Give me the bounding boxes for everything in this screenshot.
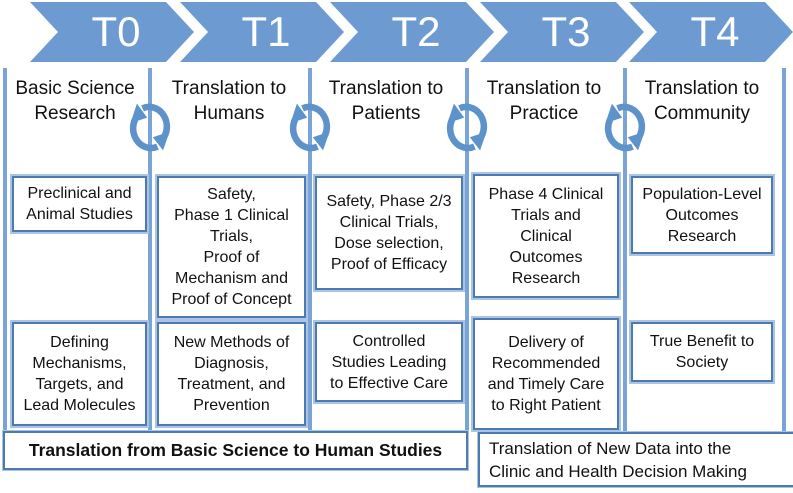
- bottom-box-t3: Delivery of Recommended and Timely Care …: [473, 318, 619, 430]
- column-divider: [465, 68, 469, 432]
- column-divider: [623, 68, 627, 432]
- cycle-arrows-icon: [604, 103, 646, 152]
- bottom-box-t0: Defining Mechanisms, Targets, and Lead M…: [12, 322, 147, 426]
- cycle-arrows-icon: [446, 103, 488, 152]
- chevron-t3: T3: [480, 2, 644, 62]
- banner-new-data-into-clinic: Translation of New Data into the Clinic …: [478, 432, 793, 487]
- column-divider: [782, 68, 786, 432]
- bottom-box-t4: True Benefit to Society: [631, 322, 773, 382]
- bottom-box-t1: New Methods of Diagnosis, Treatment, and…: [157, 322, 306, 426]
- middle-box-t0: Preclinical and Animal Studies: [12, 176, 147, 232]
- cycle-arrows-icon: [289, 103, 331, 152]
- middle-box-t4: Population-Level Outcomes Research: [631, 176, 773, 254]
- bottom-box-t2: Controlled Studies Leading to Effective …: [315, 322, 463, 402]
- middle-box-t2: Safety, Phase 2/3 Clinical Trials, Dose …: [315, 176, 463, 290]
- cycle-arrows-icon: [129, 103, 171, 152]
- chevron-t1: T1: [180, 2, 344, 62]
- middle-box-t1: Safety, Phase 1 Clinical Trials, Proof o…: [157, 176, 306, 318]
- phase-label-t1: Translation to Humans: [171, 78, 287, 124]
- middle-box-t3: Phase 4 Clinical Trials and Clinical Out…: [473, 174, 619, 298]
- chevron-t3-label: T3: [541, 8, 591, 55]
- chevron-t0: T0: [30, 2, 194, 62]
- chevron-t4: T4: [629, 2, 793, 62]
- chevron-t4-label: T4: [690, 8, 740, 55]
- chevron-t1-label: T1: [241, 8, 291, 55]
- chevron-t2: T2: [330, 2, 494, 62]
- chevron-t0-label: T0: [91, 8, 141, 55]
- chevron-t2-label: T2: [391, 8, 441, 55]
- column-divider: [148, 68, 152, 432]
- column-divider: [308, 68, 312, 432]
- phase-label-t2: Translation to Patients: [328, 78, 444, 124]
- phase-label-t3: Translation to Practice: [486, 78, 602, 124]
- column-divider: [3, 68, 7, 432]
- phase-label-t4: Translation to Community: [644, 78, 760, 124]
- phase-label-t0: Basic Science Research: [15, 78, 135, 124]
- banner-basic-science-to-human-studies: Translation from Basic Science to Human …: [3, 431, 468, 470]
